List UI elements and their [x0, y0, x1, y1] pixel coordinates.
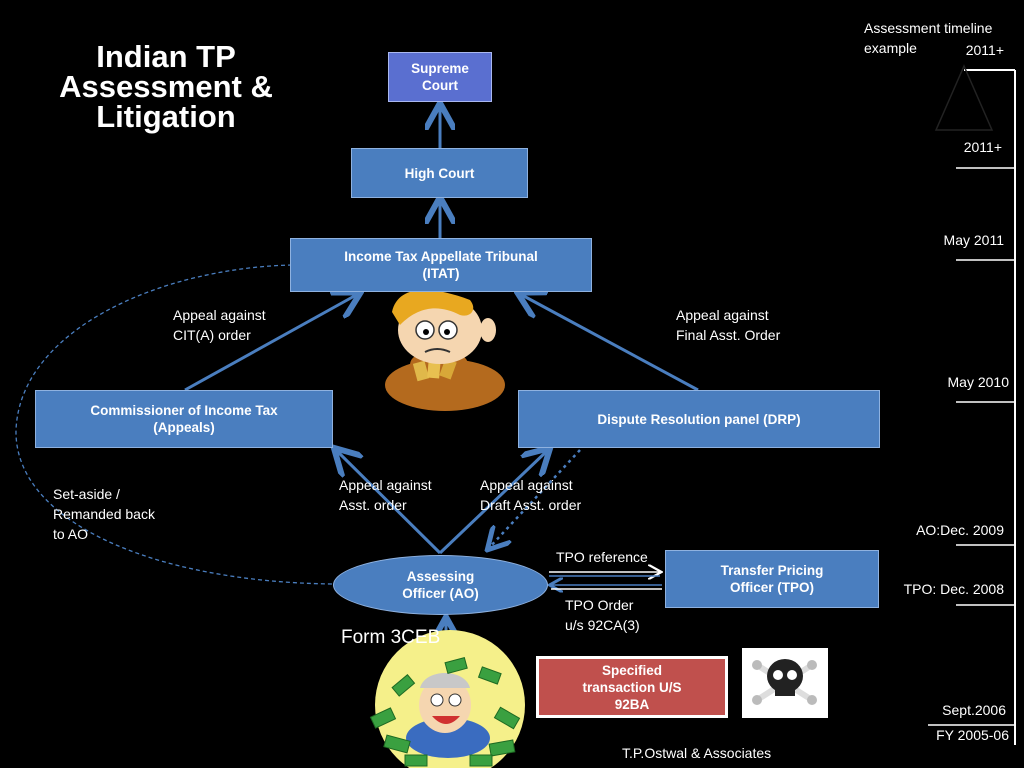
timeline-item: May 2011: [943, 232, 1004, 248]
itat-box: Income Tax Appellate Tribunal (ITAT): [290, 238, 592, 292]
timeline-triangle-icon: [934, 64, 994, 131]
label-set-aside: Set-aside / Remanded back to AO: [53, 486, 155, 542]
timeline-item: 2011+: [965, 42, 1004, 58]
high-court-box: High Court: [351, 148, 528, 198]
drp-box: Dispute Resolution panel (DRP): [518, 390, 880, 448]
cita-box: Commissioner of Income Tax (Appeals): [35, 390, 333, 448]
arrow-ao-to-drp: [438, 450, 548, 555]
label-tpo-reference: TPO reference: [556, 549, 648, 565]
arrow-drp-to-ao-dotted: [489, 449, 581, 548]
remand-loop: [15, 264, 334, 585]
timeline-heading: Assessment timeline example: [864, 20, 993, 56]
worried-man-icon: [385, 289, 505, 411]
timeline-item: FY 2005-06: [936, 727, 1009, 743]
arrow-drp-to-itat: [520, 294, 699, 392]
arrow-ao-to-cita: [336, 450, 442, 555]
label-appeal-asst: Appeal against Asst. order: [339, 477, 432, 513]
arrow-cita-to-itat: [184, 294, 358, 392]
label-appeal-final: Appeal against Final Asst. Order: [676, 307, 781, 343]
skull-crossbones-icon: [752, 659, 817, 705]
happy-man-money-icon: [369, 630, 525, 768]
ao-ellipse: Assessing Officer (AO): [333, 555, 548, 615]
label-appeal-draft: Appeal against Draft Asst. order: [480, 477, 582, 513]
timeline-item: TPO: Dec. 2008: [903, 581, 1004, 597]
footer-credit: T.P.Ostwal & Associates: [622, 745, 772, 761]
page-title: Indian TP Assessment & Litigation: [59, 39, 273, 134]
label-form-3ceb: Form 3CEB: [341, 627, 441, 648]
specified-transaction-box: Specified transaction U/S 92BA: [536, 656, 728, 718]
supreme-court-box: Supreme Court: [388, 52, 492, 102]
timeline-item: May 2010: [947, 374, 1009, 390]
timeline-item: Sept.2006: [942, 702, 1006, 718]
label-tpo-order: TPO Order u/s 92CA(3): [565, 597, 640, 633]
timeline-item: 2011+: [963, 139, 1002, 155]
timeline-item: AO:Dec. 2009: [916, 522, 1004, 538]
label-appeal-cita: Appeal against CIT(A) order: [173, 307, 266, 343]
tpo-box: Transfer Pricing Officer (TPO): [665, 550, 879, 608]
